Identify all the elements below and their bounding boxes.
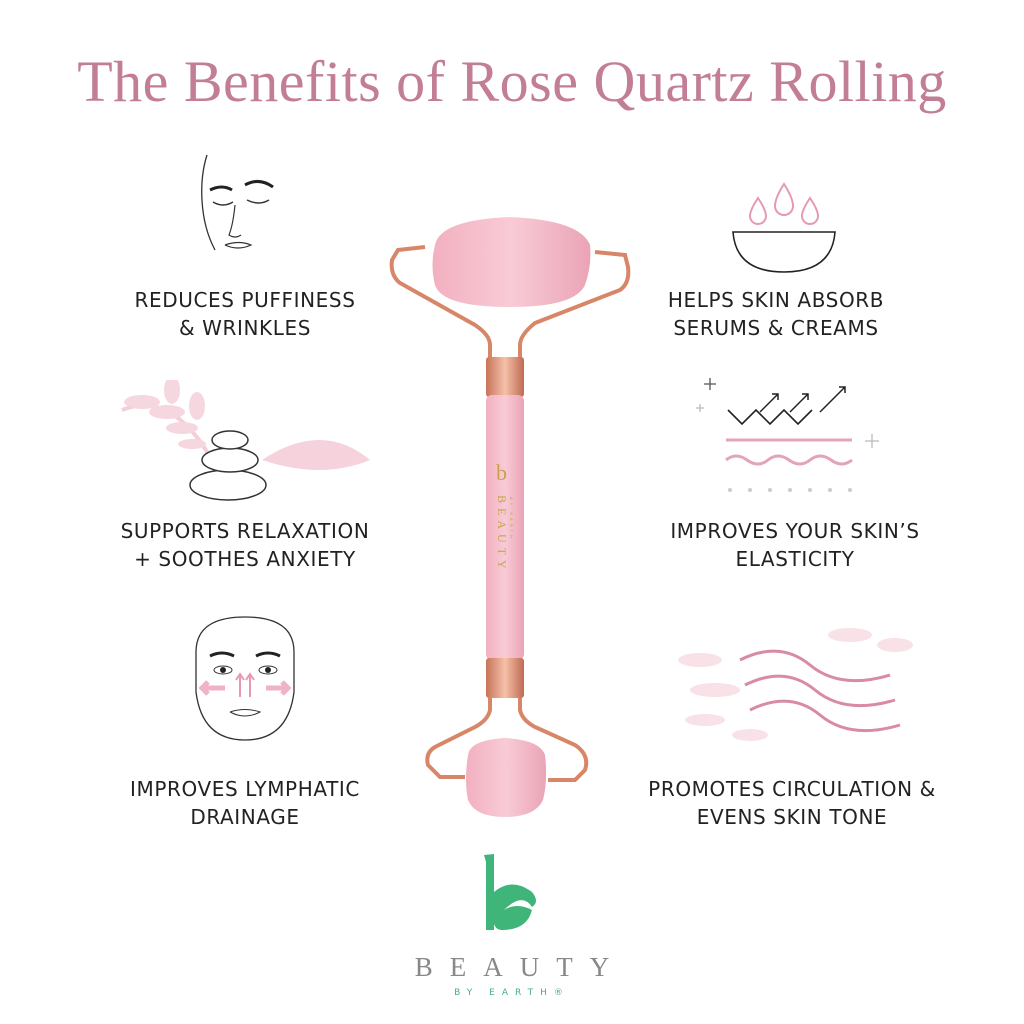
rose-quartz-roller: b BEAUTY BY EARTH xyxy=(389,217,631,817)
benefit-line: PROMOTES CIRCULATION & xyxy=(648,777,936,801)
benefit-promotes-circulation: PROMOTES CIRCULATION & EVENS SKIN TONE xyxy=(612,775,972,831)
top-ferrule xyxy=(486,357,524,397)
benefit-helps-absorb: HELPS SKIN ABSORB SERUMS & CREAMS xyxy=(596,286,956,342)
benefit-supports-relaxation: SUPPORTS RELAXATION + SOOTHES ANXIETY xyxy=(65,517,425,573)
benefit-line: EVENS SKIN TONE xyxy=(696,805,888,829)
svg-text:BY EARTH: BY EARTH xyxy=(509,497,514,541)
face-massage-arrows-icon xyxy=(195,616,295,741)
benefit-line: IMPROVES LYMPHATIC xyxy=(130,777,360,801)
svg-text:b: b xyxy=(496,460,507,485)
benefit-reduces-puffiness: REDUCES PUFFINESS & WRINKLES xyxy=(65,286,425,342)
benefit-line: ELASTICITY xyxy=(735,547,855,571)
brand-tagline: BY EARTH® xyxy=(454,988,570,998)
svg-text:BEAUTY: BEAUTY xyxy=(495,495,509,574)
benefit-line: + SOOTHES ANXIETY xyxy=(134,547,356,571)
face-eyes-closed-icon xyxy=(201,154,274,251)
handle xyxy=(486,395,524,660)
benefit-line: SUPPORTS RELAXATION xyxy=(120,519,370,543)
top-quartz-stone xyxy=(432,217,591,307)
beauty-by-earth-logo xyxy=(484,854,536,930)
flow-waves-icon xyxy=(678,628,913,741)
bottom-quartz-stone xyxy=(466,738,547,817)
benefit-line: IMPROVES YOUR SKIN’S xyxy=(670,519,920,543)
brand-name: BEAUTY xyxy=(414,952,627,982)
skin-layers-arrows-icon xyxy=(696,378,879,492)
top-roller-frame xyxy=(389,245,631,360)
benefit-improves-lymphatic: IMPROVES LYMPHATIC DRAINAGE xyxy=(65,775,425,831)
stacked-stones-leaves-icon xyxy=(121,380,370,501)
page-title: The Benefits of Rose Quartz Rolling xyxy=(77,49,947,114)
benefit-line: HELPS SKIN ABSORB xyxy=(667,288,885,312)
benefit-line: & WRINKLES xyxy=(178,316,312,340)
bottom-ferrule xyxy=(486,658,524,698)
benefit-line: DRAINAGE xyxy=(190,805,300,829)
serum-drops-bowl-icon xyxy=(732,182,836,273)
handle-engraving: b BEAUTY BY EARTH xyxy=(495,460,514,574)
bottom-roller-frame xyxy=(425,698,589,782)
benefit-line: REDUCES PUFFINESS xyxy=(134,288,356,312)
benefit-line: SERUMS & CREAMS xyxy=(673,316,879,340)
benefit-improves-elasticity: IMPROVES YOUR SKIN’S ELASTICITY xyxy=(615,517,975,573)
